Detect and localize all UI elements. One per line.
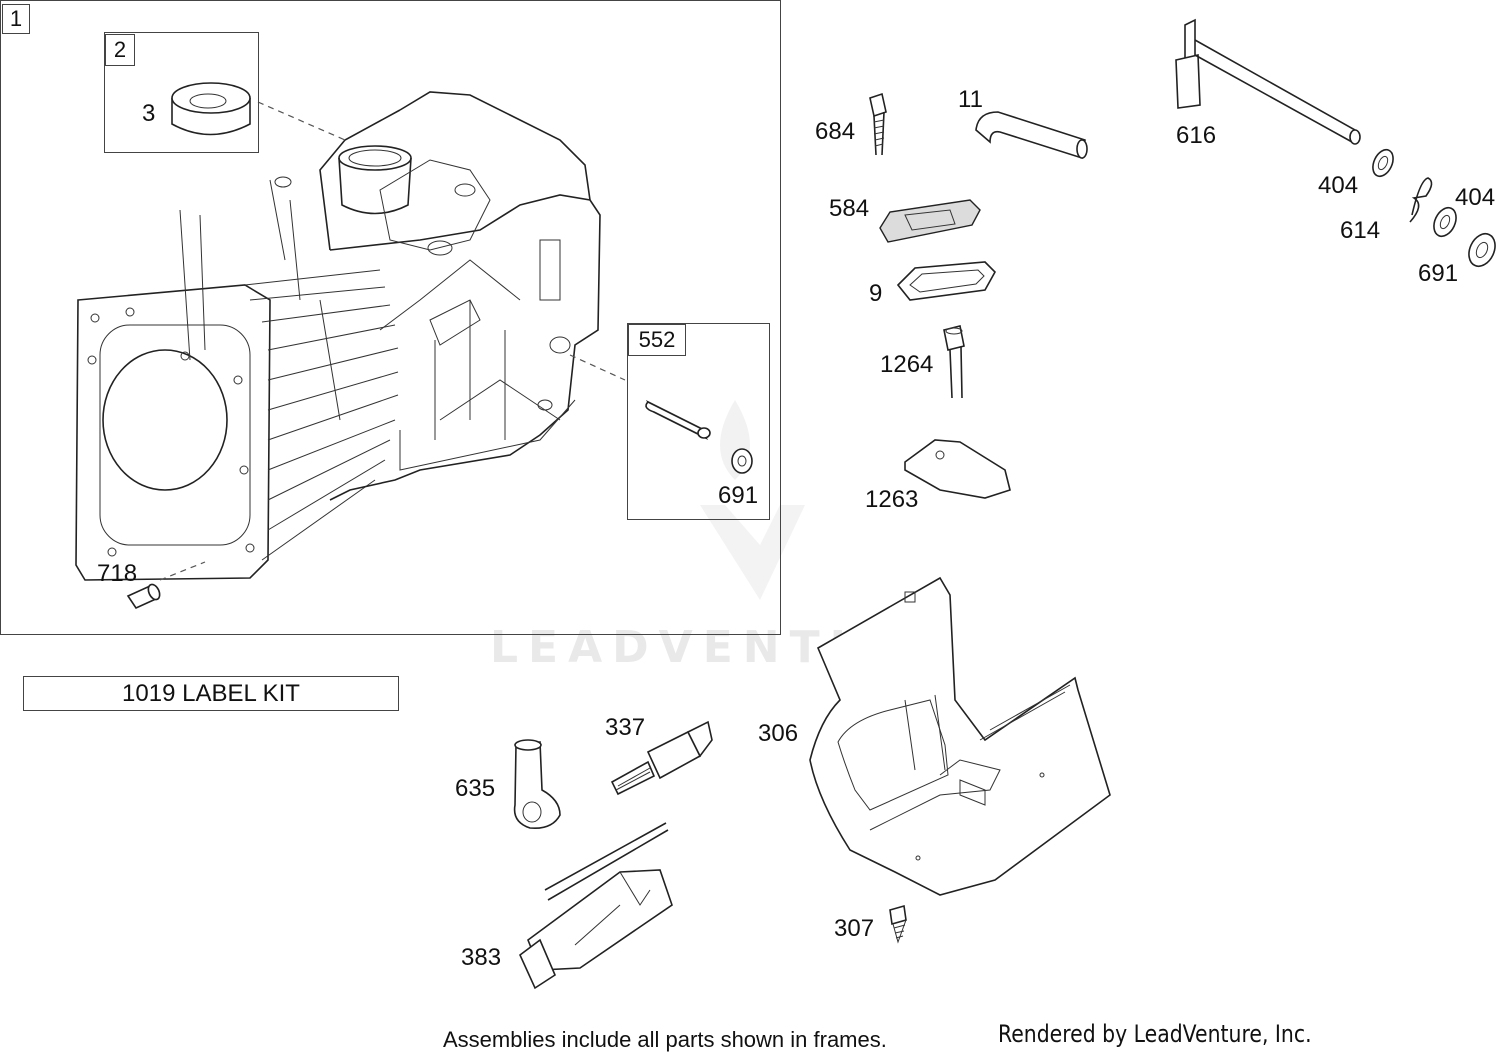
part-label-3[interactable]: 3 (142, 100, 156, 127)
screw-307-drawing (889, 904, 907, 944)
dowel-pin-drawing (126, 583, 161, 610)
frame-tag-2[interactable]: 2 (105, 34, 135, 66)
part-label-718[interactable]: 718 (97, 560, 138, 587)
bolt-684-drawing (869, 92, 887, 156)
hitch-pin-clip-drawing (1409, 177, 1433, 223)
part-label-306[interactable]: 306 (758, 720, 799, 747)
ignition-tool-drawing (519, 822, 673, 990)
part-label-1263[interactable]: 1263 (865, 486, 919, 513)
label-kit-box[interactable]: 1019 LABEL KIT (23, 676, 399, 711)
washer-404-drawing (1372, 148, 1394, 178)
breather-cover-drawing (879, 199, 981, 243)
washer-404b-drawing (1433, 206, 1457, 238)
part-label-691-frame[interactable]: 691 (718, 482, 759, 509)
part-label-307[interactable]: 307 (834, 915, 875, 942)
governor-shaft-drawing (1175, 18, 1361, 145)
frame-tag-552[interactable]: 552 (628, 324, 686, 356)
part-label-11[interactable]: 11 (958, 86, 983, 113)
engine-shroud-drawing (809, 576, 1111, 896)
part-label-1264[interactable]: 1264 (880, 351, 934, 378)
cylinder-block-drawing (75, 91, 601, 581)
part-label-584[interactable]: 584 (829, 195, 870, 222)
bracket-plate-drawing (904, 439, 1011, 499)
leader-line (257, 101, 346, 141)
assemblies-note: Assemblies include all parts shown in fr… (443, 1027, 887, 1052)
frame-tag-1[interactable]: 1 (2, 4, 30, 34)
spark-plug-drawing (610, 720, 713, 796)
assembly-frame-552 (627, 323, 770, 520)
part-label-9[interactable]: 9 (869, 280, 883, 307)
rendered-by-credit: Rendered by LeadVenture, Inc. (998, 1020, 1312, 1048)
seal-691b-drawing (1468, 232, 1496, 268)
part-label-404-right[interactable]: 404 (1455, 184, 1496, 211)
breather-tube-drawing (975, 111, 1088, 160)
spark-plug-boot-drawing (513, 739, 561, 830)
part-label-616[interactable]: 616 (1176, 122, 1217, 149)
part-label-383[interactable]: 383 (461, 944, 502, 971)
part-label-614[interactable]: 614 (1340, 217, 1381, 244)
assembly-frame-2 (104, 32, 259, 153)
washer-691-drawing (731, 448, 753, 474)
leader-line (159, 561, 206, 581)
assembly-frame-1 (0, 0, 781, 635)
part-label-684[interactable]: 684 (815, 118, 856, 145)
part-label-635[interactable]: 635 (455, 775, 496, 802)
dowel-pin-552-drawing (645, 400, 711, 440)
gasket-drawing (896, 261, 996, 301)
part-label-337[interactable]: 337 (605, 714, 646, 741)
part-label-691-right[interactable]: 691 (1418, 260, 1459, 287)
part-label-404-left[interactable]: 404 (1318, 172, 1359, 199)
bolt-1264-drawing (943, 325, 965, 399)
seal-drawing (171, 82, 251, 136)
